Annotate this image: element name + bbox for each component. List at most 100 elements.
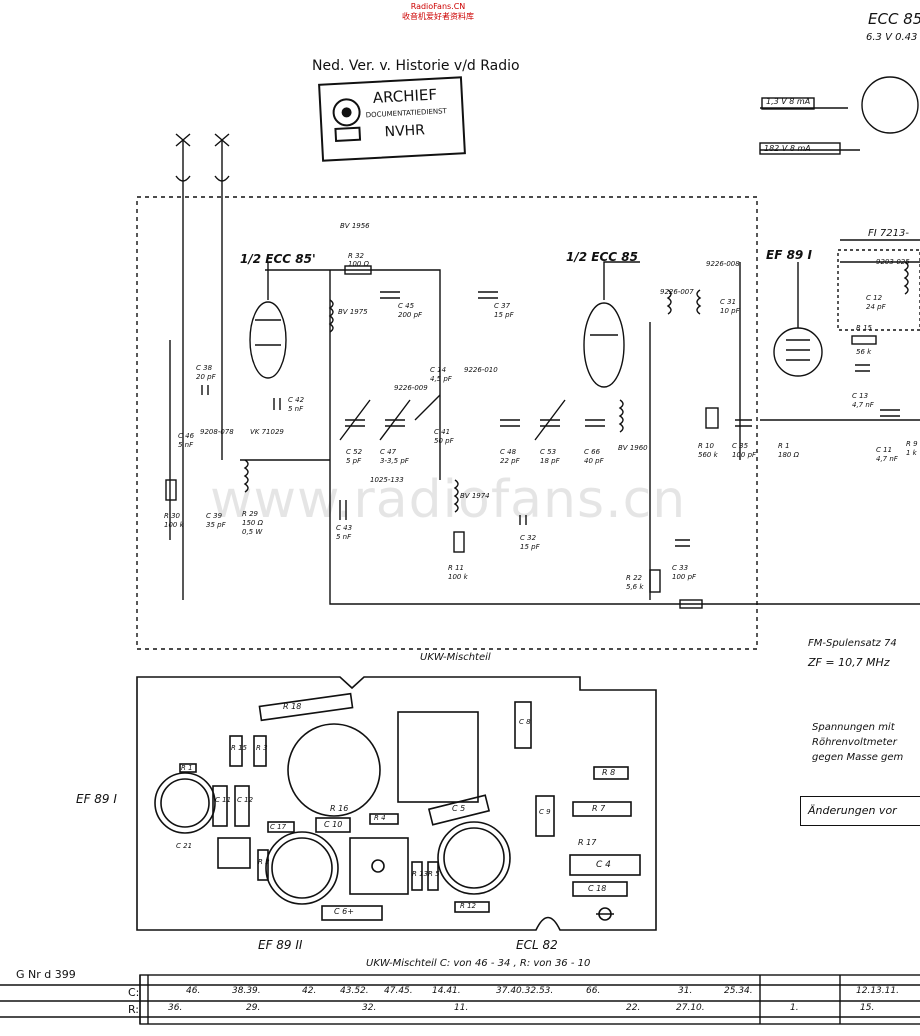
pcb-r17: R 17 bbox=[578, 838, 597, 847]
pcb-c17: C 17 bbox=[270, 823, 287, 831]
comp-c46: C 46 bbox=[178, 432, 195, 440]
note-voltmeter: Röhrenvoltmeter bbox=[812, 737, 897, 748]
pcb-c10: C 10 bbox=[324, 820, 343, 829]
comp-bv1974: BV 1974 bbox=[460, 492, 490, 500]
comp-c45: C 45 bbox=[398, 302, 415, 310]
pcb-c8: C 8 bbox=[519, 718, 531, 726]
change-box-label: Änderungen vor bbox=[808, 804, 897, 817]
pcb-c4: C 4 bbox=[596, 860, 611, 870]
comp-9226-007: 9226-007 bbox=[660, 288, 694, 296]
comp-c53: C 53 bbox=[540, 448, 557, 456]
footer-r-value: 29. bbox=[246, 1003, 261, 1013]
comp-r9: R 9 bbox=[906, 440, 918, 448]
comp-r1-val: 180 Ω bbox=[778, 451, 799, 459]
comp-r22: R 22 bbox=[626, 574, 642, 582]
footer-r-value: 15. bbox=[860, 1003, 875, 1013]
ukw-mischteil-boundary bbox=[136, 196, 758, 650]
footer-c-value: 31. bbox=[678, 986, 693, 996]
voltage-label-2: 182 V 8 mA bbox=[764, 144, 811, 153]
tube-socket-icon bbox=[861, 76, 919, 134]
comp-c31: C 31 bbox=[720, 298, 737, 306]
comp-c35: C 35 bbox=[732, 442, 749, 450]
comp-bv1960: BV 1960 bbox=[618, 444, 648, 452]
footer-c-value: 47.45. bbox=[384, 986, 413, 996]
footer-c-value: 42. bbox=[302, 986, 317, 996]
comp-vk71029: VK 71029 bbox=[250, 428, 284, 436]
comp-9226-009: 9226-009 bbox=[394, 384, 428, 392]
pcb-r7: R 7 bbox=[592, 804, 606, 813]
comp-r32-val: 100 Ω bbox=[348, 260, 369, 268]
comp-c47: C 47 bbox=[380, 448, 397, 456]
pcb-c5: C 5 bbox=[452, 804, 466, 813]
comp-c12-val: 24 pF bbox=[866, 303, 886, 311]
radio-logo-icon bbox=[332, 98, 362, 143]
footer-title: UKW-Mischteil C: von 46 - 34 , R: von 36… bbox=[366, 958, 591, 969]
comp-c13: C 13 bbox=[852, 392, 869, 400]
comp-r11-val: 100 k bbox=[448, 573, 468, 581]
footer-r-value: 27.10. bbox=[676, 1003, 705, 1013]
footer-c-value: 37.40.32.53. bbox=[496, 986, 554, 996]
pcb-r3: R 3 bbox=[256, 744, 268, 752]
footer-table-lines bbox=[0, 984, 920, 1018]
voltage-label-1: 1,3 V 8 mA bbox=[766, 97, 811, 106]
comp-r29-power: 0,5 W bbox=[242, 528, 263, 536]
comp-c11: C 11 bbox=[876, 446, 893, 454]
comp-c52-val: 5 pF bbox=[346, 457, 362, 465]
comp-r15: R 15 bbox=[856, 324, 872, 332]
tube-spec-top: 6.3 V 0.43 bbox=[866, 32, 918, 43]
pcb-r15: R 15 bbox=[231, 744, 247, 752]
comp-c37: C 37 bbox=[494, 302, 511, 310]
comp-9208-078: 9208-078 bbox=[200, 428, 234, 436]
comp-c12: C 12 bbox=[866, 294, 883, 302]
tube-label-ef89: EF 89 I bbox=[766, 248, 812, 262]
pcb-tube-label-ecl82: ECL 82 bbox=[516, 938, 558, 952]
source-banner: RadioFans.CN 收音机爱好者资料库 bbox=[402, 2, 474, 22]
comp-c32-val: 15 pF bbox=[520, 543, 540, 551]
pcb-r13: R 13 bbox=[412, 870, 428, 878]
tube-label-ecc85-a: 1/2 ECC 85' bbox=[240, 252, 316, 266]
comp-r32: R 32 bbox=[348, 252, 364, 260]
pcb-r18: R 18 bbox=[283, 702, 302, 711]
pcb-r2: R 2 bbox=[258, 858, 270, 866]
comp-r30-val: 100 k bbox=[164, 521, 184, 529]
comp-r29: R 29 bbox=[242, 510, 258, 518]
comp-r10: R 10 bbox=[698, 442, 714, 450]
note-zf: ZF = 10,7 MHz bbox=[808, 656, 890, 669]
comp-c33-val: 100 pF bbox=[672, 573, 697, 581]
comp-c31-val: 10 pF bbox=[720, 307, 740, 315]
footer-c-value: 43.52. bbox=[340, 986, 369, 996]
source-banner-line2: 收音机爱好者资料库 bbox=[402, 12, 474, 21]
footer-c-value: 66. bbox=[586, 986, 601, 996]
pcb-c18: C 18 bbox=[588, 884, 607, 893]
comp-c43: C 43 bbox=[336, 524, 353, 532]
comp-c13-val: 4,7 nF bbox=[852, 401, 874, 409]
tube-ef89-icon bbox=[773, 327, 823, 377]
archive-title: Ned. Ver. v. Historie v/d Radio bbox=[312, 58, 520, 74]
comp-c38-val: 20 pF bbox=[196, 373, 216, 381]
footer-c-value: 46. bbox=[186, 986, 201, 996]
comp-c11-val: 4,7 nF bbox=[876, 455, 898, 463]
comp-c38: C 38 bbox=[196, 364, 213, 372]
comp-c33: C 33 bbox=[672, 564, 689, 572]
pcb-outline bbox=[136, 676, 657, 931]
footer-r-value: 1. bbox=[790, 1003, 799, 1013]
comp-c39-val: 35 pF bbox=[206, 521, 226, 529]
pcb-c11: C 11 bbox=[215, 796, 232, 804]
footer-r-value: 11. bbox=[454, 1003, 469, 1013]
comp-c66: C 66 bbox=[584, 448, 601, 456]
source-banner-line1: RadioFans.CN bbox=[410, 2, 466, 11]
comp-r15-val: 56 k bbox=[856, 348, 872, 356]
comp-c14-val: 4,5 pF bbox=[430, 375, 452, 383]
pcb-tube-label-ef89i: EF 89 I bbox=[76, 792, 117, 806]
comp-c41: C 41 bbox=[434, 428, 451, 436]
pcb-c12: C 12 bbox=[237, 796, 254, 804]
comp-c53-val: 18 pF bbox=[540, 457, 560, 465]
footer-r-value: 22. bbox=[626, 1003, 641, 1013]
comp-c42: C 42 bbox=[288, 396, 305, 404]
note-spannungen: Spannungen mit bbox=[812, 722, 895, 733]
note-fm-spulensatz: FM-Spulensatz 74 bbox=[808, 638, 897, 649]
pcb-tube-label-ef89ii: EF 89 II bbox=[258, 938, 303, 952]
comp-c48: C 48 bbox=[500, 448, 517, 456]
tube-ecc85-b-icon bbox=[583, 302, 625, 388]
